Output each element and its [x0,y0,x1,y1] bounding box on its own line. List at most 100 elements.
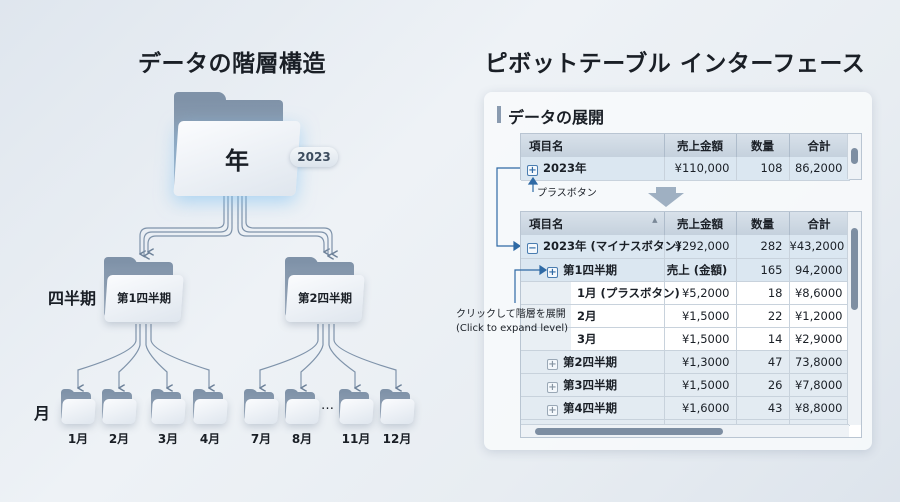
qty-cell: 47 [736,350,790,374]
plus-button[interactable]: + [547,266,558,278]
year-badge: 2023 [290,147,338,167]
pivot-title: ピボットテーブル インターフェース [484,51,866,77]
row-name: 2023年 [543,161,587,176]
row-name: 2月 [577,308,597,323]
month-label: 7月 [250,432,272,446]
month-folder [150,389,186,424]
column-header[interactable]: 数量 [736,212,790,235]
month-label: 11月 [341,432,371,446]
minus-button[interactable]: − [527,243,538,255]
sales-cell: ¥1,6000 [664,396,737,420]
qty-cell: 22 [736,304,790,328]
qty-cell: 18 [736,281,790,305]
hierarchy-arrows [0,196,460,502]
column-header[interactable]: 売上金額 [664,212,737,235]
column-header-label: 項目名 [529,216,564,231]
quarter-folder-label: 第1四半期 [116,291,171,306]
sales-cell: ¥292,000 [664,235,737,259]
total-cell: ¥2,9000 [789,327,850,351]
qty-cell: 165 [736,258,790,282]
month-folder [284,389,320,424]
row-name: 3月 [577,331,597,346]
month-folder [60,389,96,424]
row-name: 第1四半期 [563,262,618,277]
hierarchy-title: データの階層構造 [138,51,326,77]
heading-accent-bar [497,106,501,123]
plus-button[interactable]: + [527,165,538,177]
sort-ascending-icon[interactable]: ▲ [652,215,658,224]
plus-button[interactable]: + [547,381,558,393]
total-cell: ¥43,2000 [789,235,850,259]
ellipsis: … [321,398,334,413]
quarter-folder-label: 第2四半期 [297,291,352,306]
total-cell: 94,2000 [789,258,850,282]
qty-cell: 108 [736,157,790,181]
vertical-scrollbar[interactable] [847,212,861,425]
month-folder [243,389,279,424]
quarter-folder-2: 第2四半期 [284,257,365,322]
expand-note-ja: クリックして階層を展開 [456,309,566,320]
panel-heading: データの展開 [508,108,605,127]
total-cell: 86,2000 [789,157,850,181]
total-cell: ¥7,8000 [789,373,850,397]
plus-button[interactable]: + [547,404,558,416]
sales-cell: ¥1,5000 [664,373,737,397]
qty-cell: 26 [736,373,790,397]
month-folder [379,389,415,424]
sales-cell: ¥1,5000 [664,327,737,351]
qty-cell: 14 [736,327,790,351]
month-level-label: 月 [34,404,51,423]
horizontal-scrollbar[interactable] [521,424,849,437]
total-cell: ¥1,2000 [789,304,850,328]
column-header-item-name[interactable]: 項目名 ▲ [521,212,665,235]
sales-cell: ¥1,3000 [664,350,737,374]
expand-level-note: クリックして階層を展開 (Click to expand level) [456,308,568,336]
month-label: 1月 [67,432,89,446]
month-label: 12月 [382,432,412,446]
column-header[interactable]: 合計 [789,212,850,235]
qty-cell: 43 [736,396,790,420]
column-header[interactable]: 数量 [736,134,790,157]
sales-cell: 売上 (金額) [664,258,737,282]
expand-arrow [514,265,548,303]
vertical-scrollbar[interactable] [847,134,861,179]
column-header[interactable]: 売上金額 [664,134,737,157]
quarter-folder-1: 第1四半期 [103,257,184,322]
row-name: 第3四半期 [563,377,618,392]
collapsed-pivot-table: 項目名売上金額数量合計 +2023年 ¥110,000 108 86,2000 [520,133,862,181]
annotation-connectors [496,167,539,252]
month-folder [101,389,137,424]
table-row: +2023年 ¥110,000 108 86,2000 [521,157,850,181]
sales-cell: ¥110,000 [664,157,737,181]
qty-cell: 282 [736,235,790,259]
month-label: 2月 [108,432,130,446]
row-name: 2023年 (マイナスボタン) [543,239,682,254]
row-name: 第4四半期 [563,400,618,415]
row-name: 1月 (プラスボタン) [577,285,680,300]
plus-button[interactable]: + [547,358,558,370]
column-header[interactable]: 項目名 [521,134,665,157]
plus-button-note: プラスボタン [537,188,597,199]
month-folder [192,389,228,424]
total-cell: 73,8000 [789,350,850,374]
sales-cell: ¥1,5000 [664,304,737,328]
column-header[interactable]: 合計 [789,134,850,157]
expand-note-en: (Click to expand level) [456,323,569,334]
total-cell: ¥8,8000 [789,396,850,420]
month-label: 3月 [157,432,179,446]
down-arrow-icon [648,187,684,207]
year-folder: 年 [173,92,301,196]
month-label: 8月 [291,432,313,446]
month-label: 4月 [199,432,221,446]
total-cell: ¥8,6000 [789,281,850,305]
quarter-level-label: 四半期 [48,289,97,308]
